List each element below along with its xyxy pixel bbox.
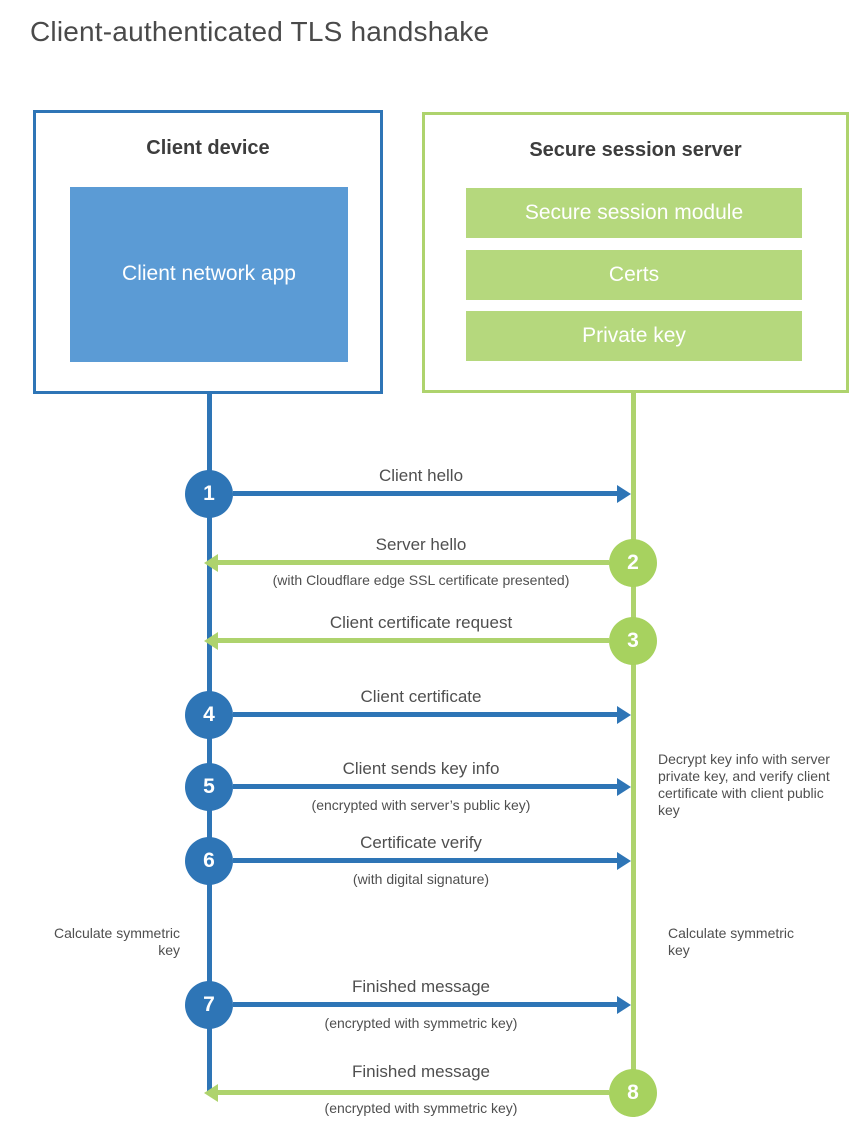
step-sublabel: (with digital signature) <box>352 871 490 887</box>
server-module-bar: Private key <box>466 311 802 361</box>
arrow-line <box>233 858 617 863</box>
step-label: Client certificate request <box>329 613 513 632</box>
client-device-title: Client device <box>146 137 270 159</box>
step-number-badge: 5 <box>185 763 233 811</box>
server-module-bar: Certs <box>466 250 802 300</box>
arrowhead-right-icon <box>617 852 631 870</box>
arrow-line <box>233 491 617 496</box>
step-sublabel: (encrypted with symmetric key) <box>324 1100 518 1116</box>
step-label: Finished message <box>352 977 490 996</box>
step-number-badge: 6 <box>185 837 233 885</box>
arrowhead-left-icon <box>204 632 218 650</box>
step-number-badge: 1 <box>185 470 233 518</box>
page-title: Client-authenticated TLS handshake <box>30 16 490 47</box>
client-network-app-box: Client network app <box>70 187 348 362</box>
client-lifeline <box>207 393 212 1092</box>
arrowhead-left-icon <box>204 554 218 572</box>
server-module-bar: Secure session module <box>466 188 802 238</box>
arrowhead-left-icon <box>204 1084 218 1102</box>
step-sublabel: (with Cloudflare edge SSL certificate pr… <box>272 572 570 588</box>
step-number-badge: 4 <box>185 691 233 739</box>
arrow-line <box>233 1002 617 1007</box>
arrow-line <box>233 784 617 789</box>
arrow-line <box>218 638 609 643</box>
decrypt-key-note: Decrypt key info with server private key… <box>658 751 830 818</box>
secure-session-server-box: Secure session server Secure session mod… <box>422 112 849 393</box>
step-number-badge: 7 <box>185 981 233 1029</box>
step-number-badge: 2 <box>609 539 657 587</box>
step-number-badge: 3 <box>609 617 657 665</box>
step-label: Client sends key info <box>342 759 500 778</box>
step-label: Server hello <box>375 535 467 554</box>
step-label: Certificate verify <box>360 833 482 852</box>
arrowhead-right-icon <box>617 996 631 1014</box>
arrowhead-right-icon <box>617 706 631 724</box>
arrow-line <box>233 712 617 717</box>
step-label: Client certificate <box>360 687 482 706</box>
server-lifeline <box>631 393 636 1093</box>
calculate-symmetric-key-note-server: Calculate symmetric key <box>668 925 795 958</box>
arrow-line <box>218 560 609 565</box>
arrowhead-right-icon <box>617 485 631 503</box>
client-network-app-label: Client network app <box>122 262 296 286</box>
arrow-line <box>218 1090 609 1095</box>
step-sublabel: (encrypted with server’s public key) <box>311 797 531 813</box>
step-label: Finished message <box>352 1062 490 1081</box>
step-label: Client hello <box>378 466 464 485</box>
arrowhead-right-icon <box>617 778 631 796</box>
server-title: Secure session server <box>529 139 742 161</box>
step-sublabel: (encrypted with symmetric key) <box>324 1015 518 1031</box>
client-device-box: Client device Client network app <box>33 110 383 394</box>
step-number-badge: 8 <box>609 1069 657 1117</box>
calculate-symmetric-key-note-client: Calculate symmetric key <box>53 925 180 958</box>
